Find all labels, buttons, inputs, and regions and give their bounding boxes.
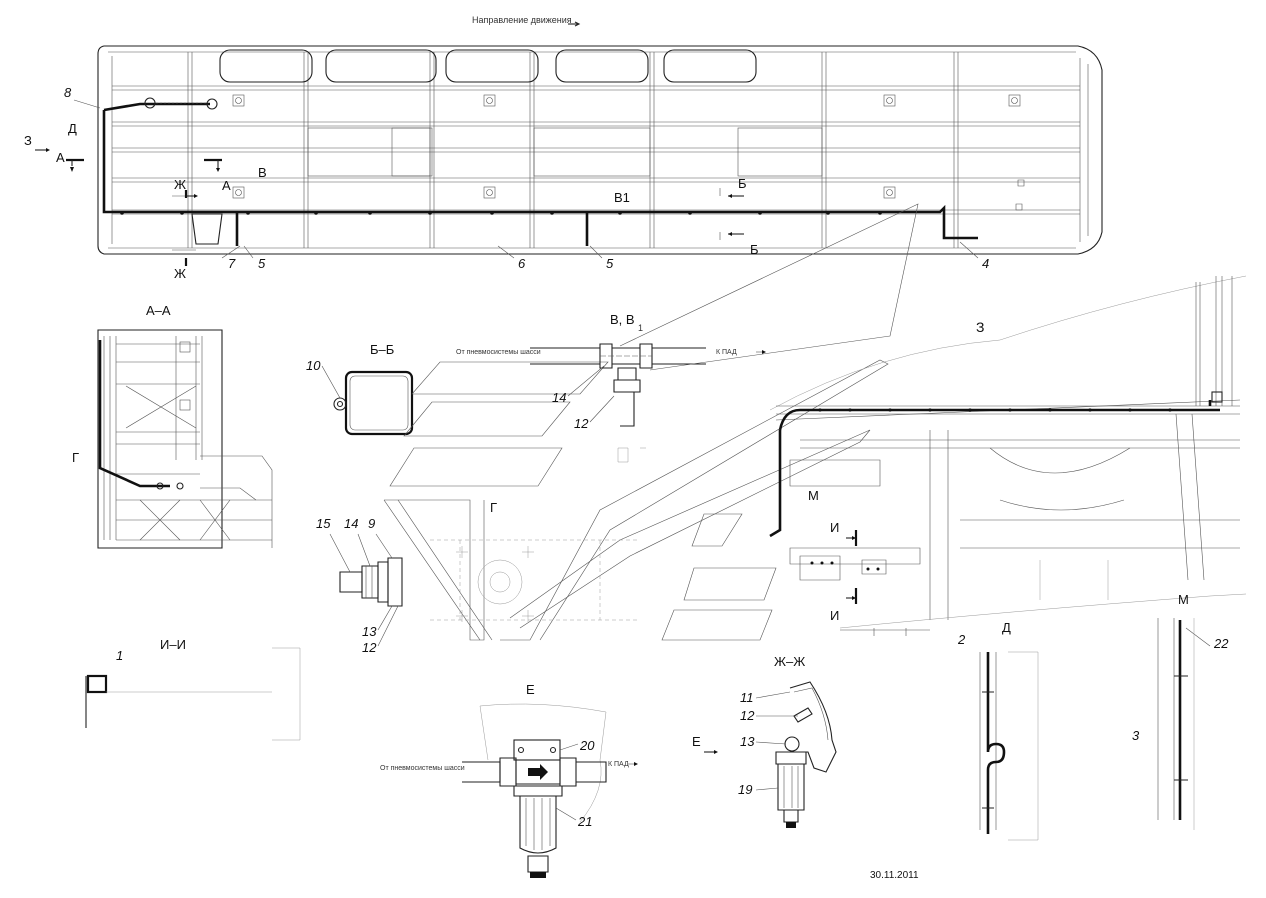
callout-7: 7 — [228, 256, 236, 271]
view-g: Г — [383, 359, 889, 641]
callout-21: 21 — [577, 814, 592, 829]
callout-16a: 14 — [344, 516, 358, 531]
callout-4: 4 — [982, 256, 989, 271]
callout-8: 8 — [64, 85, 72, 100]
callout-5a: 5 — [258, 256, 266, 271]
mark-v: В — [258, 165, 267, 180]
callout-10: 10 — [306, 358, 321, 373]
mark-b-top: Б — [738, 176, 747, 191]
section-ii: И–И 1 — [85, 637, 301, 741]
plan-view-markers: 8 Д З А А В Ж Ж В1 Б Б 7 5 6 5 4 — [24, 85, 989, 281]
view-m-title: М — [1178, 592, 1189, 607]
mark-zh-bottom: Ж — [174, 266, 186, 281]
view-e: Е От пневмосистемы шасси К ПАД 20 21 — [380, 682, 638, 878]
mark-i-top: И — [830, 520, 839, 535]
pipe-note-to: К ПАД — [716, 349, 737, 356]
view-d: Д 2 — [957, 620, 1039, 841]
fitting-detail: 15 14 9 13 12 — [316, 516, 403, 655]
callout-11: 11 — [740, 690, 754, 705]
mark-b-bottom: Б — [750, 242, 759, 257]
section-bb-title: Б–Б — [370, 342, 394, 357]
callout-5b: 5 — [606, 256, 614, 271]
mark-i-bottom: И — [830, 608, 839, 623]
callout-9: 9 — [368, 516, 375, 531]
pipe-note-from-e: От пневмосистемы шасси — [380, 765, 465, 772]
mark-a-left: А — [56, 150, 65, 165]
mark-zh-top: Ж — [174, 177, 186, 192]
view-d-title: Д — [1002, 620, 1011, 635]
mark-g: Г — [72, 450, 79, 465]
detail-z-title: З — [976, 319, 984, 335]
callout-14: 13 — [362, 624, 377, 639]
detail-v-v1: В, В 1 От пневмосистемы шасси К ПАД 14 1… — [456, 312, 766, 463]
section-aa-title: А–А — [146, 303, 171, 318]
mark-v1: В1 — [614, 190, 630, 205]
detail-v-subscript: 1 — [638, 323, 643, 333]
mark-a-right: А — [222, 178, 231, 193]
callout-1: 1 — [116, 648, 123, 663]
section-bb: Б–Б 10 — [306, 342, 414, 436]
callout-22: 22 — [1213, 636, 1229, 651]
callout-3: 3 — [1132, 728, 1140, 743]
mark-m: М — [808, 488, 819, 503]
detail-z: З М И И — [769, 275, 1247, 636]
drawing-date: 30.11.2011 — [870, 870, 919, 881]
pneumatic-line — [102, 110, 978, 240]
mark-e: Е — [692, 734, 701, 749]
detail-v-title: В, В — [610, 312, 635, 327]
section-zhzh: Ж–Ж 11 12 13 19 Е — [692, 654, 837, 828]
mark-d: Д — [68, 121, 77, 136]
callout-18: 15 — [316, 516, 331, 531]
callout-12: 12 — [740, 708, 755, 723]
callout-20: 20 — [579, 738, 595, 753]
callout-15b: 12 — [574, 416, 589, 431]
callout-13: 13 — [740, 734, 755, 749]
mark-z: З — [24, 133, 32, 148]
callout-6: 6 — [518, 256, 526, 271]
callout-19: 19 — [738, 782, 752, 797]
section-aa: А–А Г — [72, 303, 273, 549]
section-ii-title: И–И — [160, 637, 186, 652]
callout-16b: 14 — [552, 390, 566, 405]
pipe-note-from: От пневмосистемы шасси — [456, 349, 541, 356]
view-e-title: Е — [526, 682, 535, 697]
chassis-plan-view: Направление движения — [97, 15, 1103, 255]
detail-leader — [619, 203, 919, 641]
section-zhzh-title: Ж–Ж — [774, 654, 805, 669]
view-g-title: Г — [490, 500, 497, 515]
view-m: М 22 3 — [1132, 592, 1229, 830]
direction-label: Направление движения — [472, 15, 572, 25]
pipe-note-to-e: К ПАД — [608, 761, 629, 768]
callout-2: 2 — [957, 632, 966, 647]
callout-15a: 12 — [362, 640, 377, 655]
